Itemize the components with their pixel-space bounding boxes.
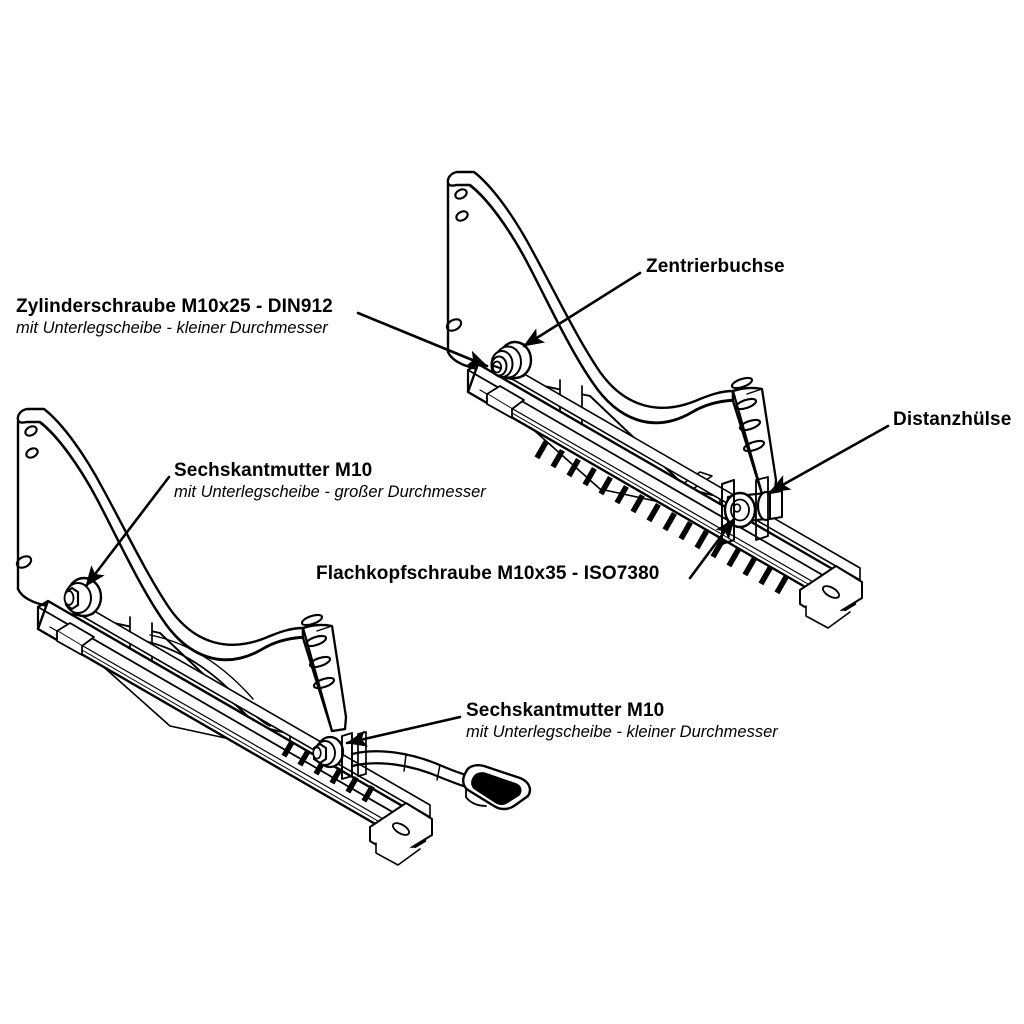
callout-zylinderschraube: Zylinderschraube M10x25 - DIN912 mit Unt… — [16, 295, 333, 339]
upper-rear-upright — [730, 376, 778, 496]
callout-title: Flachkopfschraube M10x35 - ISO7380 — [316, 563, 660, 584]
upper-right-assembly — [445, 170, 863, 629]
leader-flachkopfschraube — [688, 517, 736, 580]
leader-sechskantmutter-klein — [345, 715, 462, 747]
callout-title: Sechskantmutter M10 — [174, 460, 373, 481]
callout-distanzhuelse: Distanzhülse — [893, 408, 1011, 431]
callout-zentrierbuchse: Zentrierbuchse — [646, 255, 785, 278]
leader-distanzhuelse — [768, 424, 890, 494]
leader-zylinderschraube — [356, 311, 489, 368]
callout-title: Zentrierbuchse — [646, 256, 785, 277]
rail-teeth — [534, 440, 789, 595]
lower-rear-upright — [300, 613, 348, 733]
lower-left-assembly — [15, 407, 532, 866]
leader-zentrierbuchse — [522, 271, 642, 348]
leader-sechskantmutter-gross — [84, 475, 171, 588]
callout-sechskantmutter-gross: Sechskantmutter M10 mit Unterlegscheibe … — [174, 459, 486, 503]
callout-leaders — [84, 271, 890, 747]
callout-sechskantmutter-klein: Sechskantmutter M10 mit Unterlegscheibe … — [466, 699, 778, 743]
rail-teeth-lower — [281, 740, 375, 803]
callout-title: Zylinderschraube M10x25 - DIN912 — [16, 296, 333, 317]
upper-seat-rail — [466, 359, 863, 629]
callout-subtitle: mit Unterlegscheibe - kleiner Durchmesse… — [466, 723, 778, 741]
release-lever — [350, 750, 532, 811]
sechskantmutter-gross-part — [63, 576, 103, 618]
callout-subtitle: mit Unterlegscheibe - kleiner Durchmesse… — [16, 319, 328, 337]
zentrierbuchse-part — [490, 340, 533, 380]
callout-title: Distanzhülse — [893, 409, 1012, 430]
callout-flachkopfschraube: Flachkopfschraube M10x35 - ISO7380 — [316, 562, 659, 585]
lower-seat-rail — [36, 596, 433, 866]
callout-title: Sechskantmutter M10 — [466, 700, 665, 721]
sechskantmutter-klein-part — [312, 731, 367, 780]
callout-subtitle: mit Unterlegscheibe - großer Durchmesser — [174, 483, 486, 501]
